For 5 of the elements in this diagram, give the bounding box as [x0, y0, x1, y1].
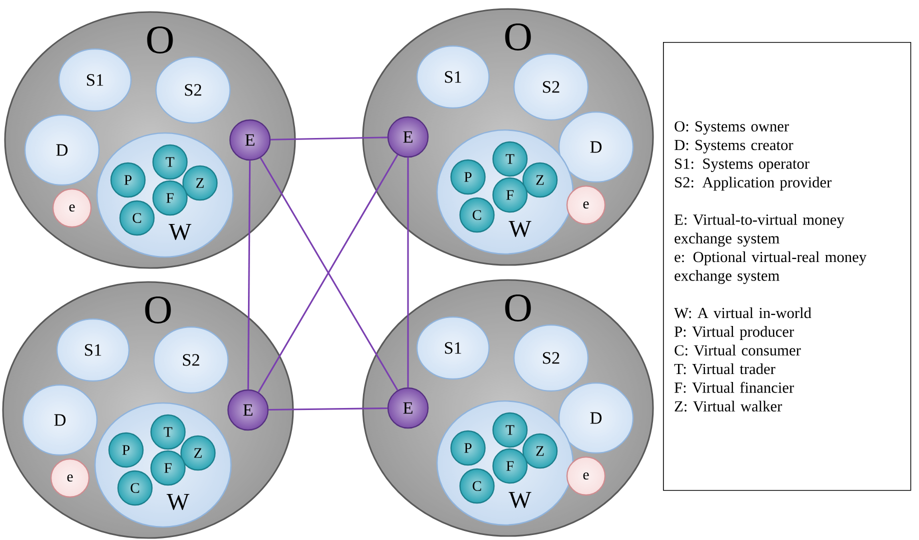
- legend-box: O: Systems owner D: Systems creator S1: Systems operator S2: Application provider E: Virtual-to-virtual money exchange system e: Optional virtual-real money exchange system W: A virtual in-world P: Virtual producer C: Virtual consumer T: Virtual trader F: Virtual financier Z: Virtual walker: [663, 42, 912, 491]
- connector-line: [407, 158, 409, 388]
- connector-line: [247, 160, 251, 390]
- connector-line: [268, 407, 388, 411]
- connector-line: [270, 136, 388, 140]
